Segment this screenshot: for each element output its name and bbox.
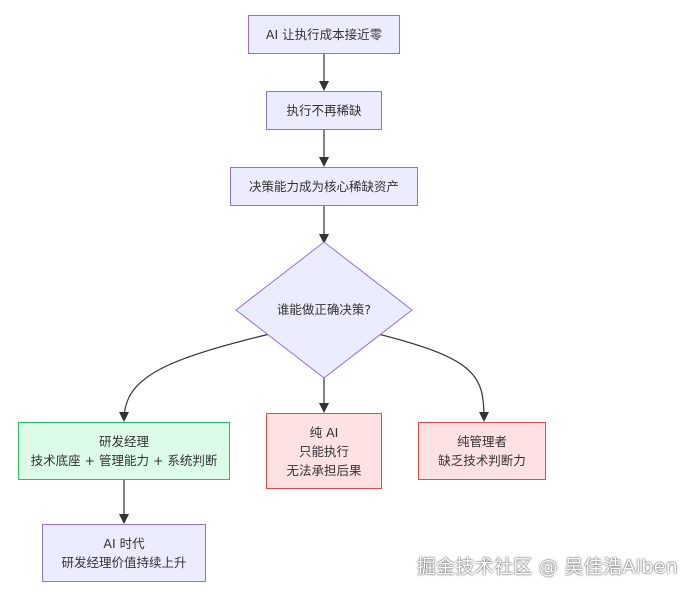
- edge-question-to-rd-manager: [119, 330, 283, 422]
- decision-diamond: [235, 241, 413, 379]
- node-text-line: AI 让执行成本接近零: [265, 27, 383, 42]
- node-text-line: 研发经理价值持续上升: [61, 555, 187, 570]
- node-pure-manager: 纯管理者缺乏技术判断力: [418, 422, 546, 480]
- node-text-line: 无法承担后果: [286, 462, 362, 478]
- node-text-line: 只能执行: [298, 443, 349, 459]
- edge-question-to-pure-manager: [365, 330, 489, 422]
- node-text-line: 纯 AI: [309, 424, 339, 440]
- node-text-line: 执行不再稀缺: [286, 103, 362, 118]
- node-text-line: 研发经理: [98, 434, 149, 449]
- node-execution-not-scarce: 执行不再稀缺: [266, 91, 382, 130]
- node-ai-era: AI 时代研发经理价值持续上升: [42, 524, 206, 582]
- node-decision-core-asset: 决策能力成为核心稀缺资产: [230, 167, 418, 206]
- node-ai-cost-zero: AI 让执行成本接近零: [248, 15, 400, 54]
- node-text-line: 缺乏技术判断力: [438, 453, 526, 468]
- watermark-text: 掘金技术社区 @ 吴佳浩Alben: [416, 556, 678, 578]
- node-text-line: AI 时代: [103, 536, 145, 551]
- node-text-line: 技术底座 + 管理能力 + 系统判断: [30, 453, 218, 468]
- decision-question-label: 谁能做正确决策?: [276, 302, 372, 317]
- node-text-line: 决策能力成为核心稀缺资产: [248, 179, 399, 194]
- node-text-line: 纯管理者: [456, 434, 507, 449]
- node-pure-ai: 纯 AI 只能执行无法承担后果: [266, 413, 382, 489]
- node-rd-manager: 研发经理技术底座 + 管理能力 + 系统判断: [18, 422, 230, 480]
